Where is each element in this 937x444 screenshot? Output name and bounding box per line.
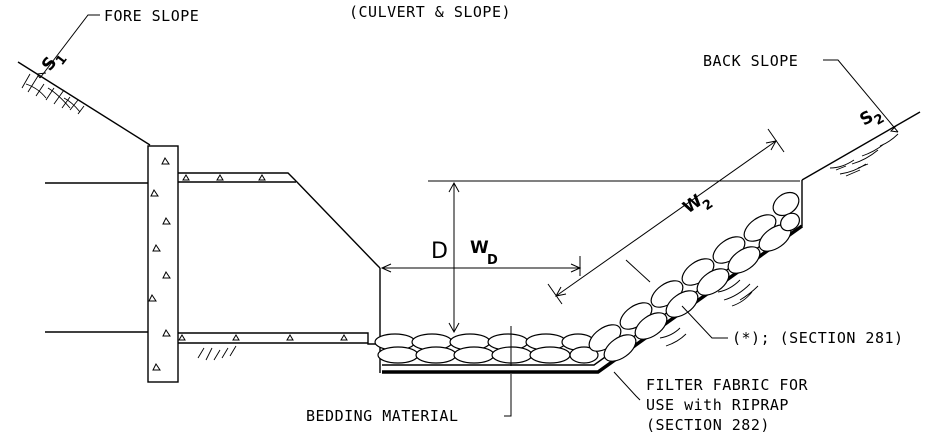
- back-slope-label: BACK SLOPE: [703, 52, 798, 70]
- fore-slope-label: FORE SLOPE: [104, 7, 199, 25]
- d-arrow-bottom: [448, 322, 460, 334]
- fore-slope-hatching: [21, 73, 85, 115]
- slope-thickness-line: [625, 259, 651, 283]
- apron-ground-hatching: [197, 345, 237, 361]
- svg-text:2: 2: [700, 197, 716, 214]
- bottom-slab-top: [178, 332, 380, 345]
- bottom-slab-aggregate: [178, 334, 348, 341]
- riprap-bottom: [374, 333, 599, 364]
- headwall: [147, 145, 179, 383]
- d-label: D: [431, 239, 448, 264]
- fore-slope-ground-line: [17, 61, 151, 146]
- riprap-slope: [588, 191, 800, 362]
- embankment-slope: [295, 180, 381, 269]
- headwall-aggregate: [148, 157, 171, 371]
- wd-arrow-left: [380, 263, 392, 273]
- riprap-note-label: (*); (SECTION 281): [732, 329, 904, 347]
- w2-arrow-left: [555, 286, 567, 297]
- back-slope-leader: [823, 59, 899, 133]
- filter-fabric-label-3: (SECTION 282): [646, 416, 770, 434]
- s2-label: S 2: [857, 107, 888, 130]
- diagram-title: (CULVERT & SLOPE): [349, 3, 511, 21]
- bedding-leader: [504, 374, 512, 417]
- filter-fabric-label-1: FILTER FABRIC FOR: [646, 376, 808, 394]
- back-slope-ground-line: [801, 111, 921, 181]
- w2-label: W 2: [679, 191, 716, 218]
- slope-ground-hatching: [659, 279, 759, 347]
- back-slope-hatching: [829, 133, 899, 177]
- svg-text:D: D: [487, 253, 498, 268]
- w2-arrow-right: [765, 140, 777, 151]
- riprap-note-leader: [681, 305, 728, 339]
- svg-text:2: 2: [872, 111, 887, 129]
- w2-extension-left: [547, 283, 563, 305]
- w2-dimension-line: [555, 140, 777, 297]
- svg-text:W: W: [470, 238, 489, 258]
- wd-arrow-right: [570, 263, 582, 273]
- back-slope-arrowhead: [889, 124, 899, 133]
- filter-fabric-leader: [613, 371, 641, 401]
- wd-label: W D: [470, 238, 498, 268]
- bedding-material-label: BEDDING MATERIAL: [306, 407, 459, 425]
- fore-slope-leader: [39, 14, 100, 79]
- filter-fabric-label-2: USE with RIPRAP: [646, 396, 789, 414]
- top-slab-top: [178, 172, 297, 182]
- d-arrow-top: [448, 181, 460, 193]
- top-slab-aggregate: [182, 174, 266, 181]
